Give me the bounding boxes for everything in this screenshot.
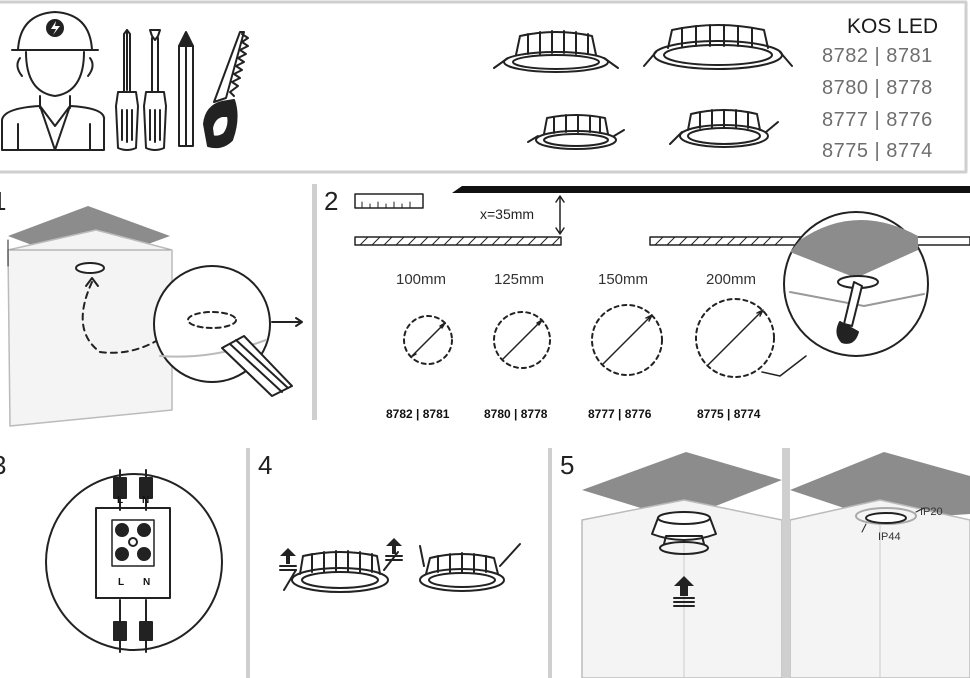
step2-illustration [354,186,970,378]
diameter-label: 100mm [396,271,447,288]
saw-icon [203,31,249,149]
divider [312,184,317,420]
model-code: 8775 | 8774 [822,140,933,162]
step5-illustration [581,448,970,678]
diameter-label: 200mm [706,271,757,288]
ip-rating-label: IP20 [920,506,943,518]
diameter-label: 150mm [598,271,649,288]
electrician-icon [1,11,106,151]
model-pair-label: 8777 | 8776 [588,407,652,421]
terminal-label: N [142,495,150,506]
step3-illustration [45,469,223,653]
terminal-label: L [117,495,124,506]
divider [548,448,552,678]
step-number: 2 [324,186,339,216]
step1-illustration [7,206,303,427]
step-number: 4 [258,450,273,480]
model-code: 8782 | 8781 [822,45,933,67]
brand-name: KOS LED [847,15,939,38]
depth-label: x=35mm [480,206,535,222]
screwdriver-icon [115,29,167,151]
downlight-icon [669,109,779,148]
model-code: 8780 | 8778 [822,77,933,99]
arrow-up-icon [385,538,403,561]
model-code: 8777 | 8776 [822,109,933,131]
arrow-up-icon [279,548,297,571]
step-number: 5 [560,450,575,480]
step-number: 3 [0,452,6,478]
downlight-icon [527,114,625,150]
ip-rating-label: IP44 [878,531,901,543]
model-pair-label: 8782 | 8781 [386,407,450,421]
divider [246,448,250,678]
header-frame [0,0,968,174]
model-pair-label: 8780 | 8778 [484,407,548,421]
step-number: 1 [0,188,6,214]
step4-illustration [283,543,521,593]
pencil-icon [178,31,194,147]
terminal-label: N [143,577,151,588]
downlight-icon [643,24,793,70]
terminal-label: L [118,577,125,588]
diameter-label: 125mm [494,271,545,288]
model-pair-label: 8775 | 8774 [697,407,761,421]
downlight-icon [493,30,619,73]
